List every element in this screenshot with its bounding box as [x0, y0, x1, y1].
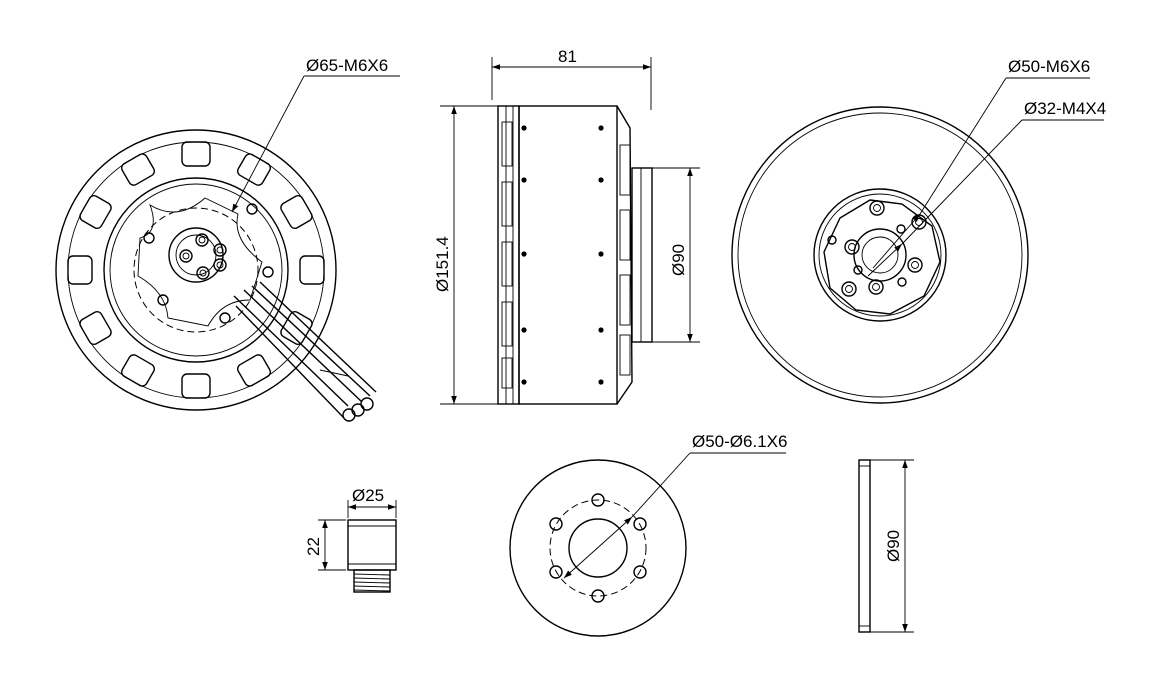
hub-spokes: [137, 197, 263, 327]
flange-body: [631, 167, 653, 343]
plate-outer: [509, 459, 687, 637]
side-screws: [521, 125, 604, 385]
side-diameter-label: Ø151.4: [433, 236, 452, 292]
hub-bolts: [179, 233, 227, 280]
mount-plate: Ø50-Ø6.1X6: [509, 432, 787, 637]
shaft-adapter: Ø25 22: [304, 486, 397, 593]
front-view: Ø65-M6X6: [55, 56, 400, 422]
spacer-body: [858, 459, 871, 633]
rear-outer-bolt-label: Ø50-M6X6: [1008, 57, 1090, 76]
side-length-label: 81: [558, 47, 577, 66]
plate-holes: [549, 493, 647, 603]
cooling-slots: [67, 141, 325, 399]
spacer-plate-side: Ø90: [858, 459, 914, 633]
rear-inner-bolt-label: Ø32-M4X4: [1024, 99, 1106, 118]
adapter-diameter-label: Ø25: [352, 486, 384, 505]
front-outer-rim: [55, 129, 337, 411]
rear-bolts-inner: [827, 224, 907, 287]
rear-view: Ø50-M6X6 Ø32-M4X4: [731, 57, 1106, 404]
rear-flange: [823, 199, 941, 315]
side-flange-label: Ø90: [669, 244, 688, 276]
adapter-body: [347, 519, 397, 571]
adapter-thread: [353, 569, 391, 593]
front-bolt-circle-label: Ø65-M6X6: [306, 56, 388, 75]
rear-outer-rim: [731, 106, 1029, 404]
adapter-height-label: 22: [304, 537, 323, 556]
plate-diameter-label: Ø90: [884, 530, 903, 562]
mount-holes-label: Ø50-Ø6.1X6: [692, 432, 787, 451]
motor-cables: [233, 281, 377, 422]
side-view: 81 Ø151.4: [433, 47, 700, 405]
mount-holes-front: [143, 203, 274, 324]
